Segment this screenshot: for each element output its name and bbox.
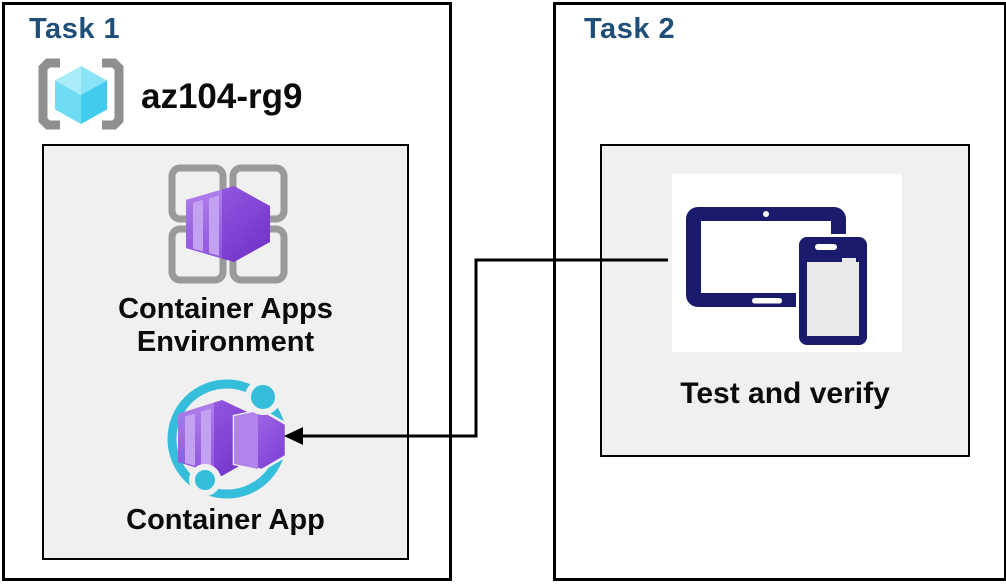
task1-title: Task 1 — [29, 13, 121, 45]
resource-group-icon — [33, 55, 129, 138]
container-apps-environment-icon — [164, 160, 292, 293]
environment-label: Container Apps Environment — [118, 293, 333, 359]
task2-panel: Test and verify — [600, 144, 970, 457]
task1-box: Task 1 az104-rg9 — [2, 2, 452, 581]
task1-panel: Container Apps Environment — [42, 144, 409, 560]
resource-group-row: az104-rg9 — [33, 55, 302, 138]
devices-image-background — [672, 174, 902, 352]
test-and-verify-label: Test and verify — [680, 377, 890, 410]
tablet-and-phone-icon — [672, 207, 902, 356]
task2-title: Task 2 — [584, 13, 676, 45]
resource-group-label: az104-rg9 — [141, 76, 303, 116]
container-app-icon — [162, 374, 296, 513]
task2-box: Task 2 — [553, 2, 1006, 581]
container-app-label: Container App — [126, 504, 325, 536]
